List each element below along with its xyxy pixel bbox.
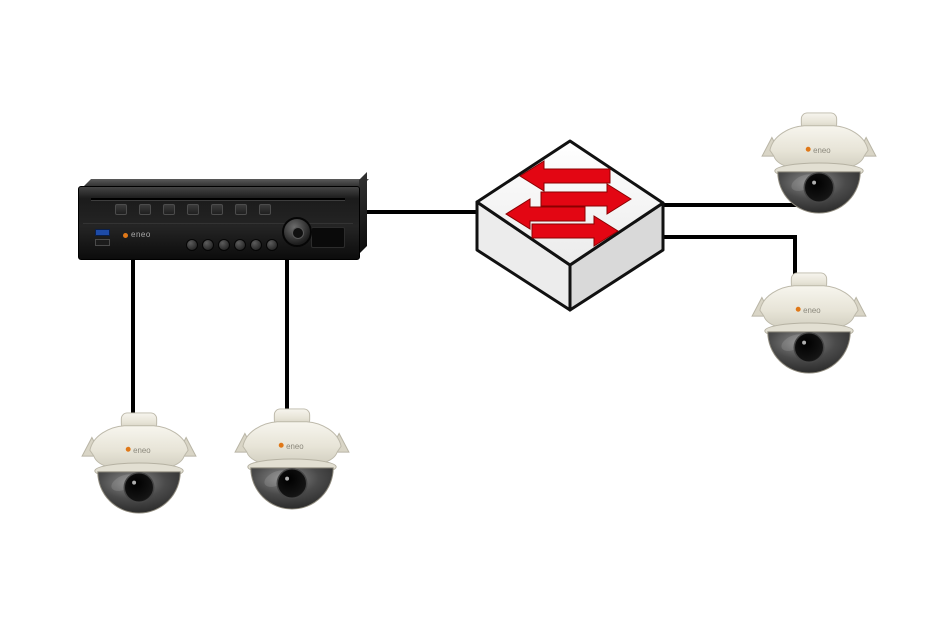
lens-glint [132, 480, 137, 485]
nvr-button-row-top [115, 204, 271, 215]
switch-arrow-right-lower [531, 215, 619, 247]
cable-nvr-to-switch [350, 210, 480, 214]
dome-camera-4: eneo [234, 408, 350, 510]
nvr-button [211, 204, 223, 215]
nvr-button [115, 204, 127, 215]
lens-glint [285, 476, 290, 481]
brand-dot-icon [278, 442, 284, 448]
nvr-usb-ports [95, 229, 110, 246]
camera-lens [123, 472, 155, 503]
nvr-round-button [218, 239, 230, 251]
nvr-ir-window [311, 227, 345, 248]
nvr-button [187, 204, 199, 215]
cable-switch-to-camera2-vertical [793, 235, 797, 285]
network-switch [475, 139, 665, 312]
brand-dot-icon [123, 232, 128, 238]
nvr-front-panel: eneo [78, 186, 360, 260]
lens-glint [812, 180, 817, 185]
nvr-disc-slot [91, 198, 345, 200]
nvr-jog-dial-center [292, 227, 304, 239]
dome-camera-1: eneo [761, 112, 877, 214]
brand-dot-icon [795, 306, 801, 312]
cable-nvr-to-camera4 [285, 254, 289, 414]
nvr-button [163, 204, 175, 215]
nvr-round-button [186, 239, 198, 251]
camera-lens [793, 332, 825, 363]
nvr-panel-seam [83, 223, 353, 224]
nvr-round-button [266, 239, 278, 251]
camera-brand-text: eneo [133, 446, 151, 455]
dome-camera-2: eneo [751, 272, 867, 374]
nvr-button [259, 204, 271, 215]
cable-nvr-to-camera3 [131, 256, 135, 418]
nvr-jog-dial [282, 217, 312, 247]
dome-camera-3: eneo [81, 412, 197, 514]
brand-dot-icon [805, 146, 811, 152]
camera-brand-text: eneo [286, 442, 304, 451]
nvr-side-face [359, 172, 367, 254]
camera-brand-text: eneo [803, 306, 821, 315]
camera-brand-text: eneo [813, 146, 831, 155]
nvr-round-button [234, 239, 246, 251]
switch-arrow-left-upper [519, 160, 611, 192]
lens-glint [802, 340, 807, 345]
nvr-round-button [250, 239, 262, 251]
brand-dot-icon [125, 446, 131, 452]
nvr-button [139, 204, 151, 215]
camera-lens [276, 468, 308, 499]
nvr-brand-text: eneo [131, 230, 151, 239]
nvr-recorder: eneo [78, 172, 369, 260]
nvr-round-button [202, 239, 214, 251]
usb-port [95, 239, 110, 246]
switch-arrow-right-upper [540, 183, 632, 215]
nvr-button-row-bottom [186, 239, 278, 251]
cable-switch-to-camera2-horizontal [660, 235, 797, 239]
usb-port-blue [95, 229, 110, 236]
switch-arrow-left-lower [505, 198, 586, 230]
nvr-brand-logo: eneo [123, 231, 151, 239]
camera-lens [803, 172, 835, 203]
nvr-button [235, 204, 247, 215]
cable-switch-to-camera1 [661, 203, 801, 207]
